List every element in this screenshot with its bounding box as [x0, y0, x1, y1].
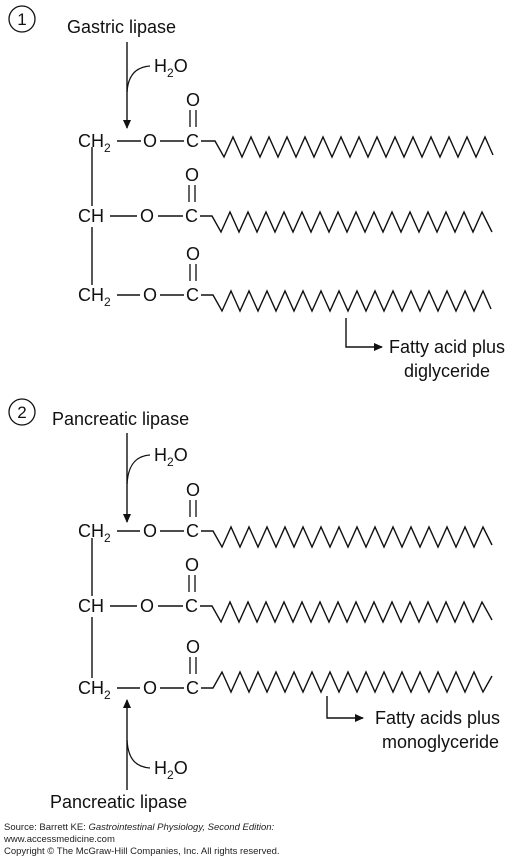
- carbonyl-carbon: C: [185, 206, 198, 226]
- fatty-acid-chain: [201, 135, 494, 159]
- panel-2-water-top-label: H2O: [154, 445, 188, 469]
- glycerol-carbon: CH2: [78, 131, 111, 155]
- panel-2-enzyme-top-label: Pancreatic lipase: [52, 409, 189, 429]
- source-prefix: Source: Barrett KE:: [4, 822, 89, 833]
- ester-oxygen: O: [140, 206, 154, 226]
- panel-2-water-bottom-curve: [126, 739, 151, 769]
- carbonyl-carbon: C: [186, 131, 199, 151]
- glycerol-carbon: CH2: [78, 521, 111, 545]
- panel-2-row-1: CH2 O C O: [78, 480, 493, 549]
- ester-oxygen: O: [143, 521, 157, 541]
- panel-1-row-1: CH2 O C O: [78, 90, 494, 159]
- glycerol-carbon: CH: [78, 206, 104, 226]
- carbonyl-carbon: C: [186, 521, 199, 541]
- panel-1-product-label-line1: Fatty acid plus: [389, 337, 505, 357]
- panel-2-product-label-line1: Fatty acids plus: [375, 708, 500, 728]
- fatty-acid-chain: [200, 210, 493, 234]
- glycerol-carbon: CH2: [78, 678, 111, 702]
- copyright-notice: Copyright © The McGraw-Hill Companies, I…: [4, 846, 280, 857]
- panel-1: 1 Gastric lipase H2O CH2 O C O CH O: [8, 5, 505, 381]
- panel-1-water-label: H2O: [154, 56, 188, 80]
- glycerol-carbon: CH2: [78, 285, 111, 309]
- panel-2-product-arrow: [326, 696, 364, 722]
- panel-1-product-label-line2: diglyceride: [404, 361, 490, 381]
- ester-oxygen: O: [143, 678, 157, 698]
- carbonyl-oxygen: O: [186, 90, 200, 110]
- panel-2-water-bottom-label: H2O: [154, 758, 188, 782]
- panel-1-row-2: CH O C O: [78, 165, 493, 234]
- panel-2-row-3: CH2 O C O: [78, 637, 493, 702]
- carbonyl-carbon: C: [185, 596, 198, 616]
- fatty-acid-chain: [200, 600, 493, 624]
- source-title: Gastrointestinal Physiology, Second Edit…: [88, 822, 275, 833]
- carbonyl-oxygen: O: [186, 244, 200, 264]
- panel-1-enzyme-label: Gastric lipase: [67, 17, 176, 37]
- panel-2-product-label-line2: monoglyceride: [382, 732, 499, 752]
- ester-oxygen: O: [143, 131, 157, 151]
- panel-2-water-top-curve: [126, 454, 151, 485]
- carbonyl-carbon: C: [186, 285, 199, 305]
- panel-2: 2 Pancreatic lipase H2O CH2 O C O CH O C: [8, 398, 500, 812]
- panel-1-number-circle: [8, 5, 36, 33]
- carbonyl-oxygen: O: [186, 480, 200, 500]
- panel-1-number: 1: [17, 10, 26, 29]
- source-citation: Source: Barrett KE: Gastrointestinal Phy…: [4, 822, 274, 834]
- panel-2-number: 2: [17, 403, 26, 422]
- carbonyl-carbon: C: [186, 678, 199, 698]
- carbonyl-oxygen: O: [186, 637, 200, 657]
- carbonyl-oxygen: O: [185, 165, 199, 185]
- fatty-acid-chain: [201, 289, 492, 313]
- panel-1-product-arrow: [345, 318, 383, 351]
- panel-2-enzyme-bottom-label: Pancreatic lipase: [50, 792, 187, 812]
- fatty-acid-chain: [201, 670, 493, 694]
- source-website[interactable]: www.accessmedicine.com: [4, 834, 115, 845]
- panel-2-number-circle: [8, 398, 36, 426]
- panel-2-row-2: CH O C O: [78, 555, 493, 624]
- panel-1-water-curve: [126, 65, 151, 93]
- glycerol-carbon: CH: [78, 596, 104, 616]
- ester-oxygen: O: [143, 285, 157, 305]
- carbonyl-oxygen: O: [185, 555, 199, 575]
- panel-1-row-3: CH2 O C O: [78, 244, 492, 313]
- fatty-acid-chain: [201, 525, 493, 549]
- ester-oxygen: O: [140, 596, 154, 616]
